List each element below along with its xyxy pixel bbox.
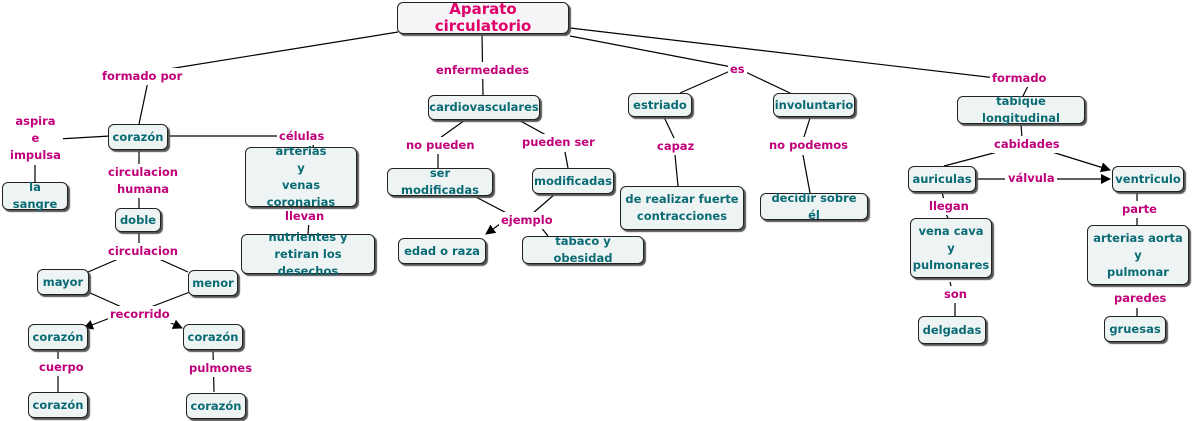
node-estriado[interactable]: estriado — [628, 93, 692, 117]
label-pueden-ser: pueden ser — [520, 134, 597, 151]
label-cuerpo: cuerpo — [37, 359, 86, 376]
node-arterias-venas-coronarias[interactable]: arterias y venas coronarias — [245, 144, 357, 209]
node-doble[interactable]: doble — [115, 208, 161, 232]
label-paredes: paredes — [1112, 290, 1169, 307]
label-son: son — [942, 286, 969, 303]
node-corazon-pulmones-destino[interactable]: corazón — [186, 393, 246, 419]
label-parte: parte — [1120, 201, 1159, 218]
node-corazon-cuerpo-destino[interactable]: corazón — [28, 392, 88, 418]
node-cardiovasculares[interactable]: cardiovasculares — [428, 95, 540, 120]
label-pulmones: pulmones — [187, 360, 255, 377]
node-gruesas[interactable]: gruesas — [1104, 316, 1166, 342]
node-corazon[interactable]: corazón — [108, 124, 168, 150]
label-llegan: llegan — [927, 198, 971, 215]
label-cabidades: cabidades — [992, 136, 1062, 153]
label-capaz: capaz — [655, 138, 697, 155]
node-modificadas[interactable]: modificadas — [532, 168, 614, 194]
label-es: es — [728, 61, 747, 78]
label-celulas: células — [277, 128, 327, 145]
node-tabique-longitudinal[interactable]: tabique longitudinal — [957, 94, 1085, 125]
node-ventriculo[interactable]: ventriculo — [1112, 166, 1184, 192]
label-ejemplo: ejemplo — [499, 212, 555, 229]
node-auriculas[interactable]: auriculas — [908, 166, 976, 192]
label-circulacion: circulacion — [106, 243, 180, 260]
label-valvula: válvula — [1006, 170, 1057, 187]
title-node[interactable]: Aparato circulatorio — [397, 1, 569, 35]
node-mayor[interactable]: mayor — [37, 269, 89, 295]
label-no-pueden: no pueden — [404, 137, 477, 154]
label-formado-por: formado por — [100, 68, 185, 85]
node-corazon-pulmones[interactable]: corazón — [183, 324, 243, 350]
label-recorrido: recorrido — [108, 306, 172, 323]
label-circulacion-humana: circulacion humana — [106, 164, 180, 198]
label-enfermedades: enfermedades — [434, 62, 532, 79]
node-arterias-aorta[interactable]: arterias aorta y pulmonar — [1087, 225, 1189, 285]
node-menor[interactable]: menor — [188, 270, 238, 296]
node-corazon-cuerpo[interactable]: corazón — [28, 324, 88, 350]
label-formado: formado — [990, 70, 1049, 87]
node-vena-cava[interactable]: vena cava y pulmonares — [910, 218, 992, 278]
node-involuntario[interactable]: involuntario — [773, 93, 855, 117]
node-ser-modificadas[interactable]: ser modificadas — [387, 166, 493, 197]
node-la-sangre[interactable]: la sangre — [2, 180, 68, 211]
node-tabaco-obesidad[interactable]: tabaco y obesidad — [522, 234, 644, 265]
node-edad-o-raza[interactable]: edad o raza — [398, 238, 486, 264]
node-delgadas[interactable]: delgadas — [918, 316, 986, 344]
label-llevan: llevan — [283, 208, 327, 225]
node-nutrientes[interactable]: nutrientes y retiran los desechos — [241, 230, 375, 278]
node-decidir-sobre-el[interactable]: decidir sobre él — [760, 191, 868, 222]
node-contracciones[interactable]: de realizar fuerte contracciones — [620, 186, 744, 230]
label-no-podemos: no podemos — [767, 137, 850, 154]
label-aspira-e-impulsa: aspira e impulsa — [8, 113, 63, 164]
